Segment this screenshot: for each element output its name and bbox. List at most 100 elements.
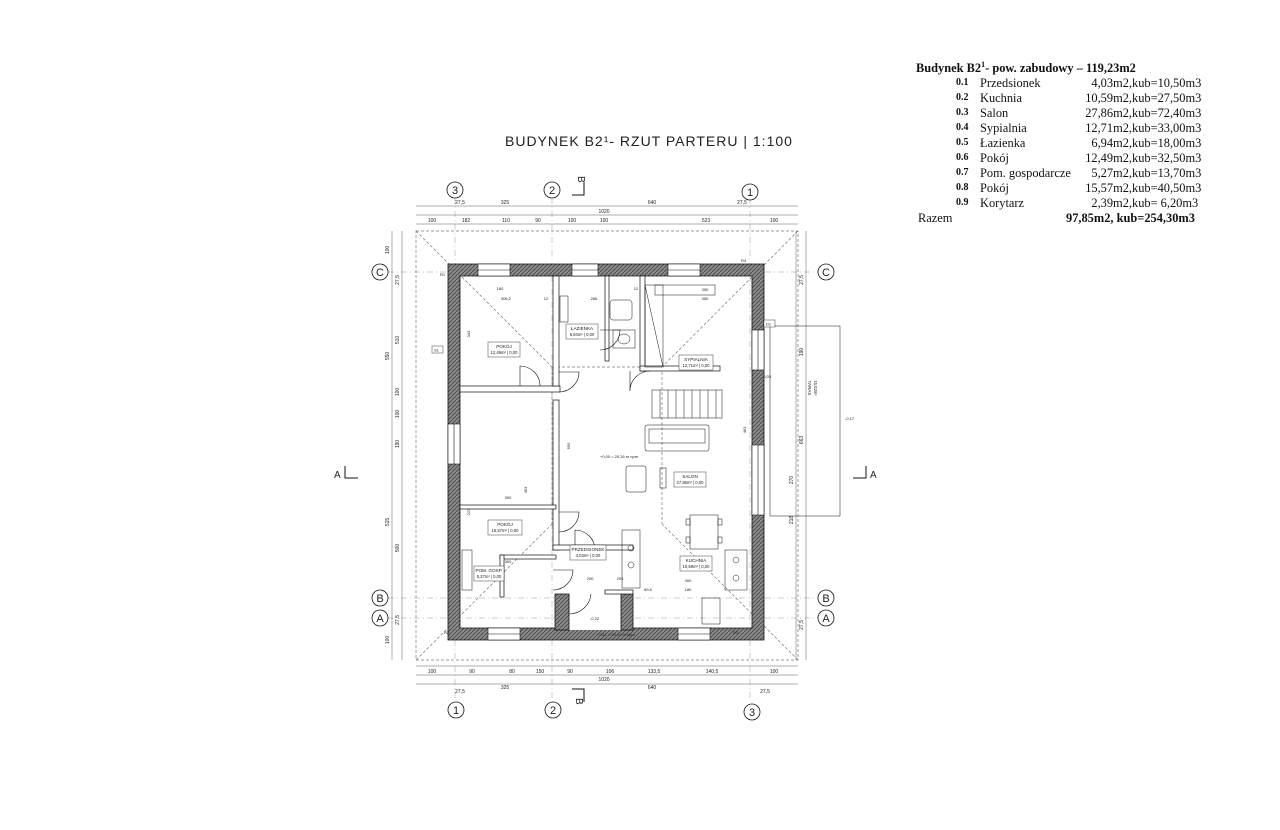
row-name: Salon <box>980 105 1009 120</box>
row-volume: kub=18,00m3 <box>1132 135 1202 150</box>
dim-text: 640 <box>648 685 657 691</box>
area-table-total: Razem 97,85m2, kub=254,30m3 <box>914 211 1214 226</box>
dim-text: 1020 <box>598 677 609 683</box>
dim-text: 510 <box>395 336 401 345</box>
room-label-przedsionek: PRZEDSIONEK 4,03m² | 0,00 <box>569 544 607 561</box>
dim-text: 550 <box>385 352 391 361</box>
area-table-row: 0.9 Korytarz 2,39m2, kub= 6,20m3 <box>914 196 1214 211</box>
axis-bubble: 2 <box>544 701 562 719</box>
mark-label: R4 <box>741 258 747 263</box>
axis-label: 3 <box>452 185 458 197</box>
roof-outline <box>415 230 799 661</box>
dim-text: 180 <box>685 587 692 592</box>
mark-label: S1 <box>434 348 440 353</box>
terrace: TARAS 15,02m² <box>769 325 841 517</box>
row-number: 0.9 <box>956 196 969 208</box>
dim-text: 27,5 <box>395 275 401 285</box>
dim-text: 80 <box>509 669 515 675</box>
dim-text: 343 <box>466 330 471 337</box>
dim-text: 182 <box>462 218 471 224</box>
bottom-dimensions: 100 90 80 150 90 106 133,5 140,5 100 102… <box>428 669 779 695</box>
row-name: Pokój <box>980 150 1009 165</box>
dim-text: 12 <box>544 296 549 301</box>
row-volume: kub= 6,20m3 <box>1132 195 1199 210</box>
axis-bubbles: 3 2 1 1 2 3 C C <box>371 181 835 721</box>
axis-bubble: C <box>817 263 835 281</box>
interior-dimensions: 306,2 12 266 12 350 180 350 343 300 453 … <box>466 286 747 592</box>
axis-label: C <box>376 267 384 279</box>
room-name: PRZEDSIONEK <box>572 547 606 552</box>
dim-text: 89,5 <box>644 587 653 592</box>
dim-text: 350 <box>702 287 709 292</box>
dim-text: 100 <box>428 669 437 675</box>
top-dimensions: 27,5 325 640 27,5 1020 100 182 110 90 10… <box>428 200 779 224</box>
area-table-heading: Budynek B21- pow. zabudowy – 119,23m2 <box>916 58 1214 76</box>
section-label: A <box>870 470 877 481</box>
dim-text: 350 <box>702 296 709 301</box>
dim-text: 106 <box>606 669 615 675</box>
room-labels: POKÓJ 12,49m² | 0,00 ŁAZIENKA 6,94m² | 0… <box>473 323 714 582</box>
doors <box>519 329 651 615</box>
dim-text: 300 <box>505 559 512 564</box>
total-value: 97,85m2, kub=254,30m3 <box>1066 210 1195 225</box>
area-table-row: 0.7 Pom. gospodarcze 5,27m2, kub=13,70m3 <box>914 166 1214 181</box>
row-number: 0.7 <box>956 166 969 178</box>
dim-text: 100 <box>600 218 609 224</box>
drawing-title: BUDYNEK B2¹- RZUT PARTERU | 1:100 <box>505 133 793 149</box>
dim-text: 325 <box>501 200 510 206</box>
heading-sup: 1 <box>981 60 986 69</box>
row-name: Pom. gospodarcze <box>980 165 1071 180</box>
room-area: 27,86m² | 0,00 <box>677 480 705 485</box>
area-table-row: 0.3 Salon 27,86m2, kub=72,40m3 <box>914 106 1214 121</box>
dim-text: 500 <box>395 544 401 553</box>
element-marks: S1 R1 R2 R3 R4 D1 <box>431 258 776 635</box>
row-name: Przedsionek <box>980 75 1041 90</box>
dim-text: 266 <box>591 296 598 301</box>
row-area: 4,03m2, <box>1091 75 1132 90</box>
dim-text: 133,5 <box>648 669 661 675</box>
area-table-row: 0.8 Pokój 15,57m2, kub=40,50m3 <box>914 181 1214 196</box>
row-area: 10,59m2, <box>1085 90 1132 105</box>
dim-text: 218 <box>789 516 795 525</box>
dim-text: 555 <box>566 442 571 449</box>
room-label-pokoj-1: POKÓJ 12,49m² | 0,00 <box>487 341 521 358</box>
dim-text: 100 <box>770 218 779 224</box>
axis-bubble: A <box>817 609 835 627</box>
dim-text: 190 <box>395 440 401 449</box>
row-number: 0.8 <box>956 181 969 193</box>
row-area: 27,86m2, <box>1085 105 1132 120</box>
section-label: B <box>573 698 584 705</box>
level-mark: -0,03 <box>762 374 772 379</box>
side-dimensions: 100 550 515 100 27,5 510 100 100 190 500… <box>385 246 805 645</box>
exterior-walls <box>447 263 765 641</box>
room-label-lazienka: ŁAZIENKA 6,94m² | 0,00 <box>565 323 599 340</box>
dim-text: 200 <box>587 576 594 581</box>
dim-text: 90 <box>567 669 573 675</box>
dim-text: 463 <box>742 426 747 433</box>
room-name: SALON <box>682 474 698 479</box>
axis-bubble: 2 <box>543 181 561 199</box>
dim-text: 180 <box>497 286 504 291</box>
room-area: 5,27m² | 0,00 <box>477 574 502 579</box>
row-number: 0.2 <box>956 91 969 103</box>
level-mark: -0,22 <box>590 616 600 621</box>
room-area: 15,57m² | 0,00 <box>492 528 520 533</box>
row-volume: kub=32,50m3 <box>1132 150 1202 165</box>
level-mark: -0,11 = 29,10 m npm <box>598 632 635 637</box>
dim-text: 453 <box>523 486 528 493</box>
dim-text: 270 <box>789 476 795 485</box>
dimension-lines <box>391 205 807 685</box>
room-name: POKÓJ <box>497 521 513 527</box>
dim-text: 300 <box>505 495 512 500</box>
axis-label: 2 <box>550 705 556 717</box>
axis-label: B <box>822 593 829 605</box>
room-area: 6,94m² | 0,00 <box>570 332 595 337</box>
dim-text: 110 <box>502 218 510 224</box>
dim-text: 663 <box>799 436 805 445</box>
axis-label: A <box>376 613 384 625</box>
dim-text: 100 <box>395 410 401 419</box>
dim-text: 27,5 <box>395 615 401 625</box>
area-table-row: 0.2 Kuchnia 10,59m2, kub=27,50m3 <box>914 91 1214 106</box>
room-name: ŁAZIENKA <box>571 326 594 331</box>
